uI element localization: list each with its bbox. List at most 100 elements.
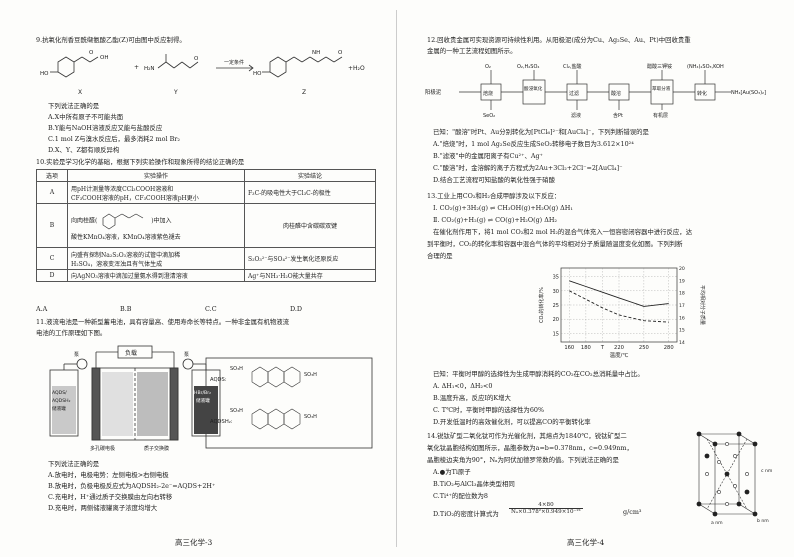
svg-text:储液罐: 储液罐	[196, 397, 210, 404]
y-left-tick-label: 15	[553, 331, 559, 337]
page-divider	[396, 10, 397, 547]
q12-option-a: A."焙烧"时，1 mol Ag₂Se反应生成SeO₂转移电子数目为3.612×…	[433, 140, 634, 148]
svg-text:Cl₂,盐酸: Cl₂,盐酸	[563, 63, 581, 70]
q9-stem: 9.抗氧化剂香豆酰缬氨酸乙酯(Z)可由图中反应制得。	[36, 36, 186, 44]
tio2-unit-cell: c nm a nm b nm	[696, 431, 773, 526]
electrode-label: 多孔碳电极	[90, 445, 115, 452]
y-left-tick-label: 30	[553, 289, 559, 295]
q9-label-x: X	[78, 89, 82, 96]
svg-text:OH: OH	[100, 55, 108, 61]
q12-stem-1: 12.回收贵金属可实现资源可持续性利用。从阳极泥(成分为Cu、Ag₂Se、Au、…	[427, 36, 691, 44]
aqds-label: AQDS:	[210, 377, 227, 383]
y-right-tick-label: 19	[679, 278, 685, 284]
q11-ask: 下列说法正确的是	[48, 460, 100, 468]
svg-text:焙烧: 焙烧	[483, 90, 493, 97]
aqdsh2-label: AQDSH₂:	[210, 419, 233, 425]
q11-stem-2: 电池的工作原理如下图。	[36, 329, 107, 337]
svg-text:含Pt: 含Pt	[613, 112, 623, 119]
svg-text:H₂N: H₂N	[144, 66, 154, 72]
x-tick-label: 250	[639, 345, 649, 351]
right-page: 12.回收贵金属可实现资源可持续性利用。从阳极泥(成分为Cu、Ag₂Se、Au、…	[397, 0, 794, 557]
svg-text:NH: NH	[312, 50, 320, 56]
q10-answer-d: D.D	[290, 305, 303, 313]
svg-text:SO₃H: SO₃H	[304, 414, 317, 420]
q12-note: 已知："酸溶"时Pt、Au分别转化为[PtCl₆]²⁻和[AuCl₄]⁻，下列判…	[433, 128, 649, 136]
svg-text:萃取分液: 萃取分液	[652, 85, 671, 92]
svg-text:O₂: O₂	[485, 64, 491, 70]
membrane-label: 质子交换膜	[144, 445, 169, 452]
q10-answer-c: C.C	[205, 305, 217, 313]
load-label: 负载	[125, 349, 137, 357]
page-footer-right: 高三化学-4	[567, 538, 605, 547]
page-footer-left: 高三化学-3	[175, 538, 213, 547]
q9-label-z: Z	[302, 89, 306, 96]
y-left-tick-label: 35	[553, 275, 559, 281]
y-left-axis-label: CO₂的转化率/%	[538, 287, 545, 323]
q10-header-operation: 实验操作	[67, 169, 245, 182]
q13-desc-2: 到平衡时，CO₂的转化率和容器中混合气体的平均相对分子质量随温度变化如图。下列判…	[427, 240, 683, 248]
q13-desc-3: 合理的是	[427, 252, 453, 260]
q9-water: +H₂O	[348, 65, 365, 72]
cinnamaldehyde-structure	[102, 213, 144, 230]
q10-header-option: 选项	[36, 169, 68, 182]
table-row: B 向肉桂醛( )中加入酸性KMnO₄溶液，KMnO₄溶液紫色褪去 肉桂醛中含碳…	[36, 203, 376, 248]
q10-header-conclusion: 实验结论	[244, 169, 376, 182]
q13-option-d: D.开发低温时的高效催化剂，可以提高CO的平衡转化率	[433, 418, 591, 426]
q13-option-a: A. ΔH₁<0，ΔH₂<0	[433, 382, 493, 390]
svg-text:SO₃H: SO₃H	[230, 366, 243, 372]
y-right-tick-label: 18	[679, 291, 685, 297]
svg-text:滤液: 滤液	[571, 112, 581, 119]
q14-stem-3: 晶胞棱边夹角为90°，Nₐ为阿伏加德罗常数的值。下列说法正确的是	[427, 456, 619, 464]
pump-left-label: 泵	[74, 352, 79, 358]
x-tick-label: 220	[614, 345, 624, 351]
q13-option-b: B.温度升高，反应Ⅰ的K增大	[433, 394, 511, 402]
flow-battery-diagram: 负载 泵 泵 AQDS/ AQDSH₂ 储液罐 HBr/Br₂ 储液罐 多孔碳电…	[49, 345, 373, 452]
svg-text:+: +	[134, 64, 139, 71]
q13-desc-1: 在催化剂作用下，将1 mol CO₂和2 mol H₂的混合气体充入一恒容密闭容…	[433, 228, 693, 236]
q11-option-c: C.充电时，H⁺通过质子交换膜由左向右转移	[48, 493, 173, 501]
q11-option-a: A.放电时，电极电势：左侧电极>右侧电极	[48, 471, 169, 479]
q14-option-b: B.TiO₂与AlCl₃晶体类型相同	[433, 480, 515, 488]
q9-label-y: Y	[173, 89, 178, 96]
x-tick-label: 280	[664, 345, 674, 351]
q12-option-c: C."酸溶"时，金溶解的离子方程式为2Au+3Cl₂+2Cl⁻=2[AuCl₄]…	[433, 164, 623, 172]
q14-option-a: A.●为Ti原子	[433, 468, 471, 476]
q14-option-d: D.TiO₂的密度计算式为	[433, 510, 499, 518]
q14-density-formula: 4×80 Nₐ×0.378²×0.949×10⁻²¹	[509, 502, 583, 515]
series-line	[569, 280, 669, 307]
svg-text:HO: HO	[40, 71, 49, 77]
svg-text:AQDSH₂: AQDSH₂	[52, 398, 71, 404]
cell-label-c: c nm	[761, 469, 773, 474]
q13-ask: 已知：平衡时甲醇的选择性为生成甲醇消耗的CO₂在CO₂总消耗量中占比。	[433, 370, 644, 378]
q11-stem-1: 11.液流电池是一种新型蓄电池，具有容量高、使用寿命长等特点。一种非金属有机物液…	[36, 318, 290, 326]
svg-text:O: O	[338, 50, 343, 56]
x-tick-label: 160	[564, 345, 574, 351]
series-line	[569, 290, 669, 323]
q9-option-a: A.X中所有原子不可能共面	[48, 113, 124, 121]
svg-text:酸溶: 酸溶	[611, 90, 621, 97]
x-axis-label: 温度/℃	[610, 351, 629, 359]
q13-reaction-1: Ⅰ. CO₂(g)+3H₂(g) ⇌ CH₃OH(g)+H₂O(g) ΔH₁	[433, 204, 573, 212]
y-right-tick-label: 17	[679, 303, 685, 309]
q12-option-b: B."滤液"中的金属阳离子有Cu²⁺、Ag⁺	[433, 152, 543, 160]
q10-answer-a: A.A	[36, 305, 48, 313]
flow-start: 阳极泥	[425, 88, 442, 96]
left-page: 9.抗氧化剂香豆酰缬氨酸乙酯(Z)可由图中反应制得。 HO OH O	[36, 36, 376, 547]
q12-stem-2: 金属的一种工艺流程如图所示。	[427, 47, 517, 55]
q9-arrow-label: 一定条件	[224, 59, 244, 66]
pump-right-label: 泵	[184, 352, 189, 358]
svg-text:SeO₂: SeO₂	[483, 113, 495, 119]
y-left-tick-label: 25	[553, 303, 559, 309]
svg-text:醋酸三钾铵: 醋酸三钾铵	[647, 63, 672, 70]
svg-text:O₂,H₂SO₄: O₂,H₂SO₄	[517, 64, 539, 70]
q9-ask: 下列说法正确的是	[48, 102, 100, 110]
svg-text:HBr/Br₂: HBr/Br₂	[194, 390, 211, 396]
q11-option-b: B.放电时，负极电极反应式为AQDSH₂-2e⁻=AQDS+2H⁺	[48, 482, 216, 490]
svg-text:过滤: 过滤	[569, 90, 579, 97]
svg-text:有机层: 有机层	[653, 112, 668, 119]
